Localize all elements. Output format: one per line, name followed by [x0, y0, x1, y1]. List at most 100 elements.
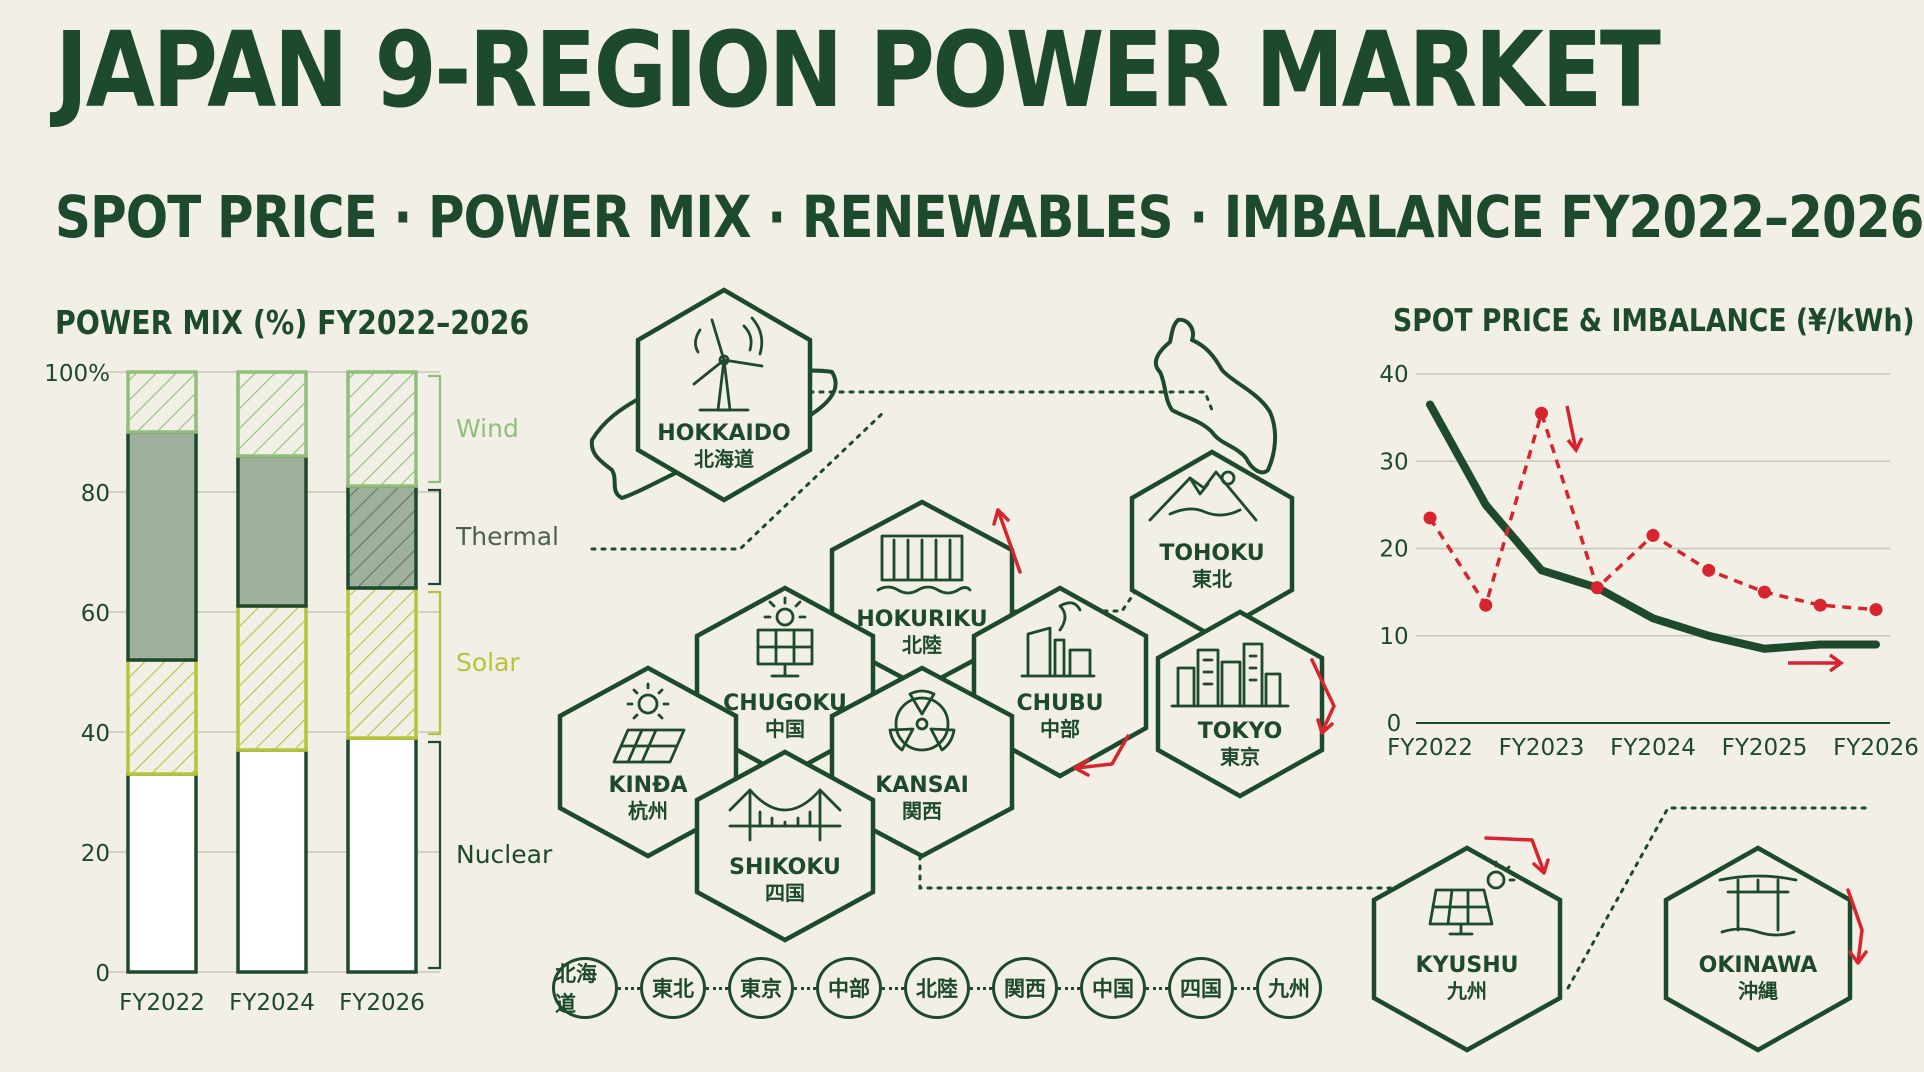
- badge-hokkaido: 北海道: [552, 957, 618, 1019]
- factory-icon: [1020, 601, 1096, 678]
- region-jp-kansai: 関西: [902, 799, 942, 823]
- badge-shikoku: 四国: [1168, 957, 1234, 1019]
- mix-x-label: FY2024: [229, 990, 315, 1016]
- flow-arrow-chubu-icon: [1073, 734, 1130, 777]
- badge-connector: [1058, 986, 1080, 990]
- badge-connector: [1146, 986, 1168, 990]
- imbalance-point: [1646, 528, 1660, 542]
- imbalance-point: [1479, 598, 1493, 612]
- mix-y-tick: 80: [81, 481, 110, 507]
- region-label-hokuriku: HOKURIKU: [856, 607, 987, 632]
- mix-bar-nuclear: [346, 736, 418, 974]
- mix-bar-thermal: [236, 454, 308, 608]
- badge-kyushu: 九州: [1256, 957, 1322, 1019]
- mix-bar-nuclear: [236, 748, 308, 974]
- mix-bar-solar: [236, 604, 308, 752]
- badge-hokuriku: 北陸: [904, 957, 970, 1019]
- region-jp-chubu: 中部: [1040, 717, 1080, 741]
- badge-tokyo: 東京: [728, 957, 794, 1019]
- hex-okinawa: [1663, 845, 1853, 1053]
- flow-arrow-tokyo-icon: [1310, 658, 1336, 735]
- legend-bracket: [428, 488, 442, 586]
- region-label-chubu: CHUBU: [1016, 691, 1103, 716]
- imbalance-point: [1869, 603, 1883, 617]
- imbalance-point: [1813, 598, 1827, 612]
- region-label-chugoku: CHUGOKU: [723, 691, 847, 716]
- region-label-hokkaido: HOKKAIDO: [657, 421, 790, 446]
- solar-panel-icon: [756, 596, 814, 678]
- mix-bar-thermal: [126, 430, 198, 662]
- price-y-tick: 20: [1379, 537, 1408, 563]
- page-subtitle: SPOT PRICE · POWER MIX · RENEWABLES · IM…: [55, 183, 1924, 251]
- region-jp-chugoku: 中国: [765, 717, 805, 741]
- region-label-okinawa: OKINAWA: [1699, 953, 1818, 978]
- region-jp-okinawa: 沖縄: [1738, 979, 1778, 1003]
- region-jp-kyushu: 九州: [1446, 979, 1487, 1003]
- badge-connector: [706, 986, 728, 990]
- region-label-kinda: KINÐA: [608, 773, 687, 798]
- sun-solar-icon: [612, 682, 686, 764]
- city-buildings-icon: [1170, 642, 1290, 708]
- flow-arrow-kyushu-icon: [1484, 836, 1550, 875]
- region-jp-shikoku: 四国: [765, 881, 805, 905]
- imbalance-point: [1758, 585, 1771, 599]
- region-label-shikoku: SHIKOKU: [729, 855, 841, 880]
- region-jp-kinda: 杭州: [628, 799, 668, 823]
- price-flat-arrow-icon: [1788, 653, 1844, 673]
- price-y-tick: 30: [1379, 449, 1408, 475]
- region-label-tohoku: TOHOKU: [1159, 541, 1264, 566]
- bridge-icon: [728, 788, 842, 842]
- radiation-icon: [888, 689, 956, 752]
- honshu-outline: [1153, 317, 1277, 475]
- wind-turbine-icon: [692, 316, 764, 412]
- mix-y-tick: 40: [81, 721, 110, 747]
- hex-kansai: [829, 665, 1015, 859]
- dam-icon: [876, 534, 972, 595]
- legend-label-thermal: Thermal: [455, 522, 559, 551]
- region-badge-row: 北海道 東北 東京 中部 北陸 関西 中国 四国 九州: [552, 957, 1322, 1019]
- mix-bar-wind: [236, 370, 308, 458]
- solar-kyushu-icon: [1428, 860, 1516, 936]
- flow-arrow-hokuriku-icon: [992, 508, 1022, 574]
- mix-y-tick: 20: [81, 841, 110, 867]
- price-x-tick: FY2026: [1833, 735, 1919, 761]
- region-jp-hokuriku: 北陸: [902, 633, 942, 657]
- mix-bar-wind: [346, 370, 418, 488]
- badge-connector: [1234, 986, 1256, 990]
- imbalance-point: [1535, 406, 1548, 420]
- price-x-tick: FY2024: [1610, 735, 1696, 761]
- price-x-tick: FY2022: [1387, 735, 1473, 761]
- price-y-tick: 40: [1379, 362, 1408, 388]
- region-label-kansai: KANSAI: [875, 773, 969, 798]
- price-title: SPOT PRICE & IMBALANCE (¥/kWh): [1393, 303, 1915, 339]
- hex-tokyo: [1155, 609, 1325, 799]
- torii-gate-icon: [1718, 874, 1798, 937]
- mountain-icon: [1148, 470, 1258, 522]
- hex-hokuriku: [829, 499, 1015, 691]
- hokkaido-outline: [589, 344, 838, 500]
- badge-tohoku: 東北: [640, 957, 706, 1019]
- mix-bar-thermal: [346, 484, 418, 590]
- price-x-tick: FY2025: [1722, 735, 1808, 761]
- badge-kansai: 関西: [992, 957, 1058, 1019]
- hex-tohoku: [1129, 449, 1295, 639]
- price-y-tick: 10: [1379, 624, 1408, 650]
- legend-label-nuclear: Nuclear: [456, 840, 553, 869]
- price-drop-arrow-icon: [1565, 405, 1584, 454]
- badge-chubu: 中部: [816, 957, 882, 1019]
- mix-bar-solar: [346, 586, 418, 740]
- region-jp-tokyo: 東京: [1220, 745, 1260, 769]
- imbalance-point: [1702, 563, 1716, 577]
- region-label-tokyo: TOKYO: [1198, 719, 1283, 744]
- region-label-kyushu: KYUSHU: [1416, 953, 1519, 978]
- page-title: JAPAN 9-REGION POWER MARKET: [55, 9, 1661, 131]
- hex-kyushu: [1371, 845, 1563, 1053]
- mix-y-tick: 60: [81, 601, 110, 627]
- spot-price-line: [1426, 400, 1880, 653]
- mix-bar-wind: [126, 370, 198, 434]
- mix-bar-solar: [126, 658, 198, 776]
- region-jp-hokkaido: 北海道: [694, 447, 754, 471]
- imbalance-line: [1428, 407, 1877, 612]
